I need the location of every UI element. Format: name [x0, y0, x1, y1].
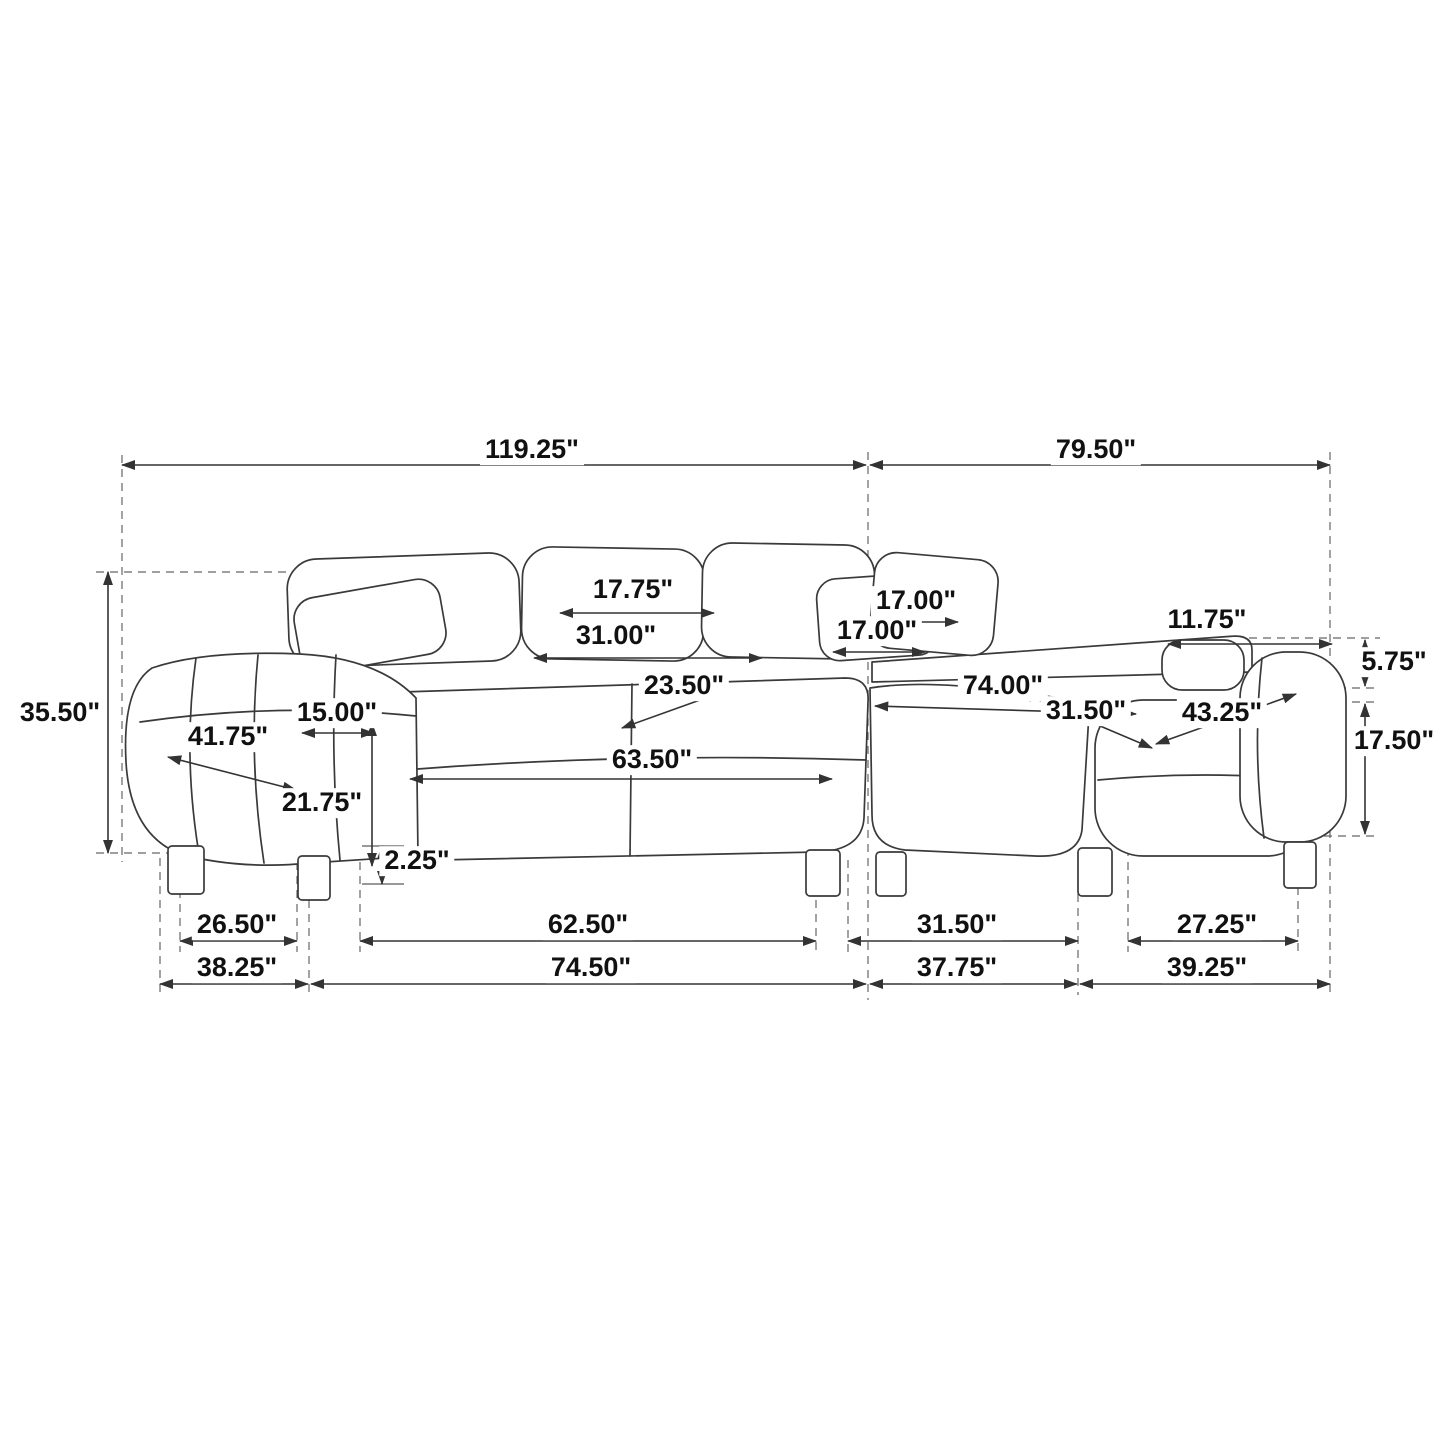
dim-leg-span-center-label: 62.50" [542, 909, 634, 940]
dim-base-right-label: 37.75" [911, 952, 1003, 983]
dim-leg-span-left-label: 26.50" [191, 909, 283, 940]
dim-leg-span-right-label: 31.50" [911, 909, 1003, 940]
dim-right-arm-top-label: 11.75" [1162, 604, 1252, 635]
dimension-lines [102, 459, 1371, 990]
dim-left-depth-label: 41.75" [182, 721, 274, 752]
dim-leg-height-label: 2.25" [379, 845, 455, 876]
dim-chaise-depth-label: 31.50" [1040, 695, 1132, 726]
dim-left-arm-height-label: 21.75" [276, 787, 368, 818]
dim-chaise-width-label: 43.25" [1176, 697, 1268, 728]
dim-back-cushion-width-label: 17.75" [587, 574, 679, 605]
dim-overall-right-label: 79.50" [1050, 434, 1142, 465]
dim-pillow-front-label: 17.00" [831, 615, 923, 646]
dim-seat-height-label: 17.50" [1348, 725, 1440, 756]
dim-overall-left-label: 119.25" [480, 434, 584, 465]
dim-seat-depth-label: 23.50" [638, 670, 730, 701]
dim-right-interior-label: 74.00" [957, 670, 1049, 701]
dim-left-interior-label: 63.50" [606, 744, 698, 775]
dim-left-arm-width-label: 15.00" [291, 697, 383, 728]
dim-base-left-label: 38.25" [191, 952, 283, 983]
dim-leg-span-chaise-label: 27.25" [1171, 909, 1263, 940]
dim-base-center-label: 74.50" [545, 952, 637, 983]
dim-pillow-top-label: 17.00" [870, 585, 962, 616]
dim-back-cushion-full-label: 31.00" [570, 620, 662, 651]
dim-overall-height-label: 35.50" [14, 697, 106, 728]
dim-arm-drop-label: 5.75" [1356, 646, 1432, 677]
dim-base-chaise-label: 39.25" [1161, 952, 1253, 983]
